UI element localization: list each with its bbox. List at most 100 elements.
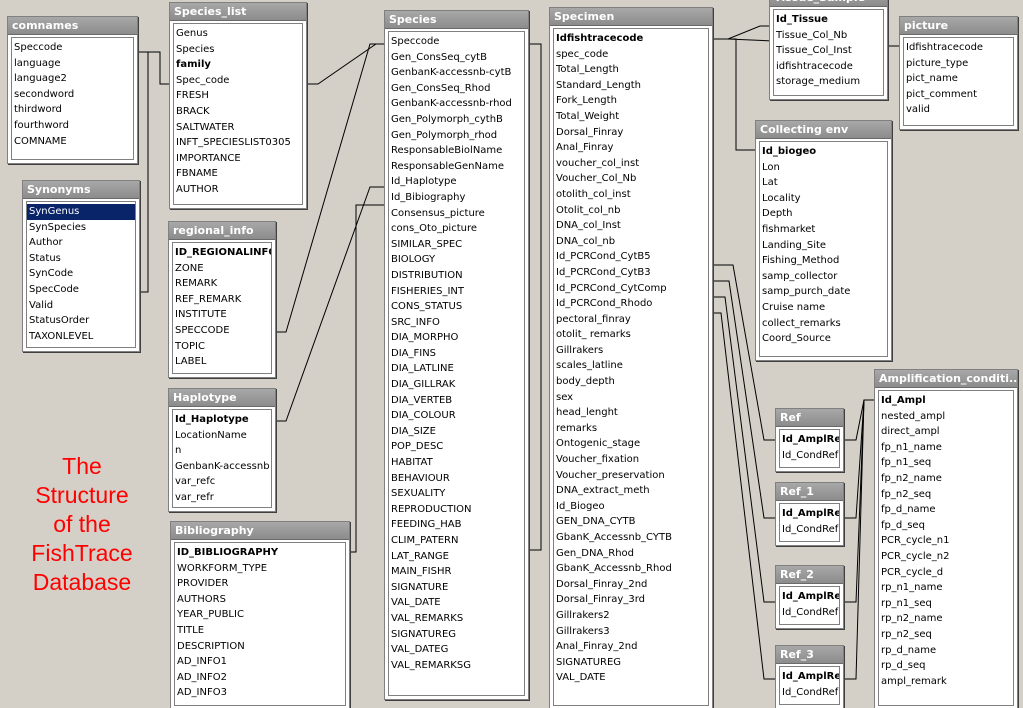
field-item[interactable]: GenbanK-accessnb	[175, 460, 270, 472]
field-item[interactable]: fourthword	[14, 119, 69, 131]
field-item[interactable]: Dorsal_Finray	[556, 126, 624, 138]
table-title[interactable]: Haplotype	[169, 389, 275, 407]
field-item[interactable]: pict_name	[906, 73, 958, 85]
field-item[interactable]: Coord_Source	[762, 333, 831, 345]
primary-key-field[interactable]: Id_Tissue	[776, 14, 828, 25]
field-item[interactable]: Species	[176, 43, 215, 55]
table-title[interactable]: comnames	[8, 17, 137, 35]
field-list[interactable]: Id_AmplRefId_CondRef	[779, 586, 840, 625]
field-item[interactable]: HABITAT	[391, 457, 433, 469]
field-item[interactable]: MAIN_FISHR	[391, 566, 452, 578]
field-item[interactable]: SRC_INFO	[391, 316, 440, 328]
field-item[interactable]: SIMILAR_SPEC	[391, 238, 463, 250]
field-item[interactable]: Gen_Polymorph_cythB	[391, 113, 503, 125]
field-item[interactable]: SPECCODE	[175, 324, 230, 336]
field-item[interactable]: DISTRIBUTION	[391, 269, 463, 281]
table-title[interactable]: Bibliography	[171, 522, 349, 540]
field-item[interactable]: Dorsal_Finray_3rd	[556, 594, 645, 606]
field-list[interactable]: Id_AmplRefId_CondRef	[779, 666, 840, 705]
field-item[interactable]: Gillrakers2	[556, 609, 610, 621]
field-item[interactable]: AD_INFO3	[177, 687, 227, 699]
field-item[interactable]: Gen_ConsSeq_Rhod	[391, 82, 491, 94]
primary-key-field[interactable]: Id_AmplRef	[782, 434, 839, 445]
field-item[interactable]: fp_n2_name	[881, 472, 942, 484]
field-item[interactable]: Ontogenic_stage	[556, 438, 641, 450]
table-ref-3[interactable]: Ref_3Id_AmplRefId_CondRef	[775, 645, 844, 708]
table-title[interactable]: Tissue_Sample	[770, 0, 887, 7]
field-item[interactable]: var_refr	[175, 491, 214, 503]
field-item[interactable]: Fishing_Method	[762, 255, 840, 267]
field-item[interactable]: storage_medium	[776, 76, 861, 88]
field-item[interactable]: StatusOrder	[29, 315, 90, 327]
table-title[interactable]: regional_info	[169, 222, 275, 240]
primary-key-field[interactable]: Id_AmplRef	[782, 508, 839, 519]
field-item[interactable]: SALTWATER	[176, 121, 235, 133]
field-item[interactable]: AUTHORS	[177, 593, 226, 605]
table-title[interactable]: Collecting env	[756, 121, 891, 139]
table-title[interactable]: Specimen	[550, 8, 712, 26]
field-item[interactable]: language2	[14, 73, 67, 85]
field-item[interactable]: Id_CondRef	[782, 449, 839, 461]
field-item[interactable]: Fork_Length	[556, 95, 617, 107]
field-item[interactable]: TAXONLEVEL	[29, 330, 94, 342]
table-title[interactable]: Ref_3	[776, 646, 843, 664]
field-item[interactable]: otolith_col_inst	[556, 188, 631, 200]
field-item[interactable]: head_lenght	[556, 407, 618, 419]
field-item[interactable]: Id_PCRCond_CytB3	[556, 266, 651, 278]
primary-key-field[interactable]: ID_REGIONALINFO	[175, 247, 271, 258]
table-tissue-sample[interactable]: Tissue_SampleId_TissueTissue_Col_NbTissu…	[769, 0, 888, 100]
field-item[interactable]: FRESH	[176, 90, 209, 102]
field-item[interactable]: CONS_STATUS	[391, 301, 463, 313]
field-item[interactable]: Id_CondRef	[782, 606, 839, 618]
field-item[interactable]: rp_d_name	[881, 644, 937, 656]
field-item[interactable]: Genus	[176, 28, 208, 39]
field-item[interactable]: DIA_FINS	[391, 347, 437, 359]
field-item[interactable]: fp_d_seq	[881, 519, 925, 531]
field-item[interactable]: VAL_DATE	[556, 672, 606, 684]
field-item[interactable]: SIGNATUREG	[556, 656, 622, 668]
table-title[interactable]: picture	[900, 17, 1017, 35]
field-item[interactable]: rp_d_seq	[881, 660, 926, 672]
field-item[interactable]: idfishtracecode	[776, 60, 853, 72]
primary-key-field[interactable]: Id_Ampl	[881, 395, 926, 406]
field-item[interactable]: TITLE	[177, 624, 205, 636]
primary-key-field[interactable]: Id_AmplRef	[782, 671, 839, 682]
field-item[interactable]: VAL_REMARKS	[391, 612, 464, 624]
field-item[interactable]: Spec_code	[176, 74, 230, 86]
field-item[interactable]: Voucher_Col_Nb	[556, 173, 637, 185]
field-item[interactable]: fp_d_name	[881, 504, 936, 516]
field-item[interactable]: Valid	[29, 299, 54, 311]
field-item[interactable]: BRACK	[176, 105, 210, 117]
field-item[interactable]: LABEL	[175, 356, 207, 368]
field-item[interactable]: n	[175, 445, 182, 457]
field-item[interactable]: AD_INFO2	[177, 671, 227, 683]
field-item[interactable]: direct_ampl	[881, 426, 940, 438]
field-item[interactable]: Gillrakers	[556, 344, 604, 356]
field-item[interactable]: AUTHOR	[176, 183, 219, 195]
field-item[interactable]: body_depth	[556, 376, 615, 388]
field-item[interactable]: INFT_SPECIESLIST0305	[176, 137, 291, 149]
field-item[interactable]: Depth	[762, 208, 793, 220]
field-item[interactable]: DNA_col_nb	[556, 235, 616, 247]
field-item[interactable]: Landing_Site	[762, 239, 827, 251]
field-item[interactable]: GbanK_Accessnb_CYTB	[556, 532, 672, 543]
field-item[interactable]: TOPIC	[175, 340, 205, 352]
table-ref-2[interactable]: Ref_2Id_AmplRefId_CondRef	[775, 565, 844, 629]
field-item[interactable]: GenbanK-accessnb-cytB	[391, 67, 512, 79]
field-item[interactable]: scales_latline	[556, 360, 623, 372]
field-item[interactable]: BIOLOGY	[391, 254, 436, 266]
table-title[interactable]: Species_list	[170, 3, 306, 21]
field-item[interactable]: COMNAME	[14, 135, 67, 147]
field-item[interactable]: GenbanK-accessnb-rhod	[391, 98, 512, 110]
field-item[interactable]: Id_CondRef	[782, 523, 839, 535]
